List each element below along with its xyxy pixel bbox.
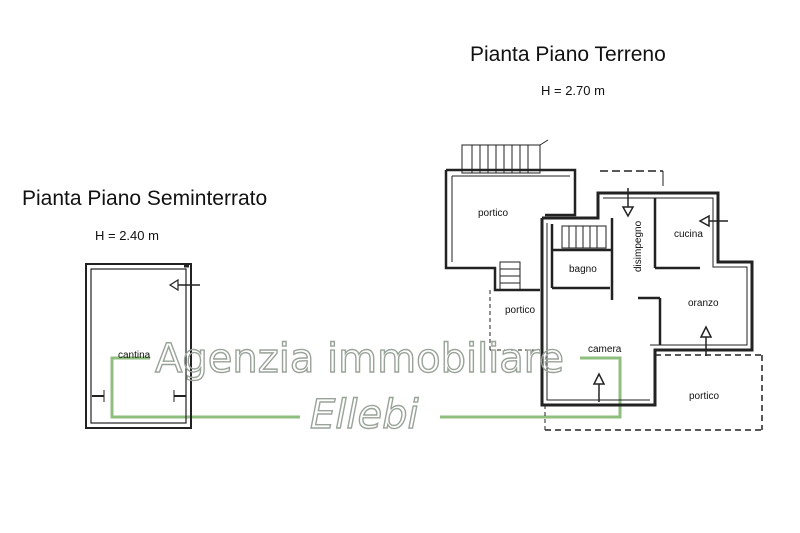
room-label-bagno: bagno [569,264,597,275]
portico-left-outline [489,261,540,351]
entrance-arrows [592,188,728,402]
room-label-disimpegno: disimpegno [633,220,644,272]
portico-bottom-outline [544,354,763,431]
staircase-top [461,139,549,174]
room-label-cucina: cucina [674,229,703,240]
basement-plan-title: Pianta Piano Seminterrato [22,187,268,210]
ground-plan-title: Pianta Piano Terreno [470,43,666,66]
watermark-frame [110,356,622,419]
watermark-agency-text: Agenzia immobiliare [155,336,564,382]
watermark-brand-text: Ellebi [310,392,419,438]
room-label-soggiorno: oranzo [688,298,719,309]
room-label-portico-bottom: portico [689,391,719,402]
room-label-portico-top: portico [478,208,508,219]
basement-plan [85,263,200,429]
ground-plan [444,139,763,431]
basement-height-label: H = 2.40 m [95,228,159,243]
room-label-camera: camera [588,344,622,355]
staircase-inner [561,225,607,249]
room-label-portico-left: portico [505,305,535,316]
room-label-cantina: cantina [118,350,151,361]
ground-height-label: H = 2.70 m [541,83,605,98]
interior-walls [550,193,700,345]
